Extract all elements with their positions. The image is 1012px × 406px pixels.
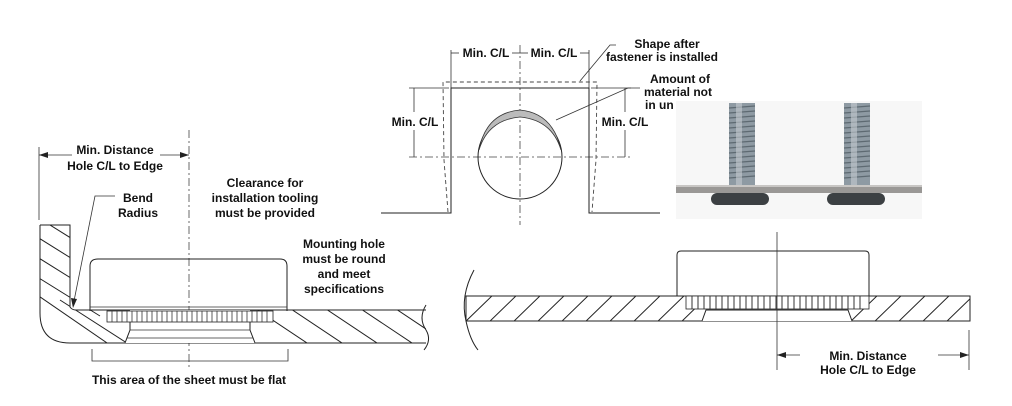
mounting-hole-label-line3: and meet	[318, 267, 371, 281]
min-cl-top-right: Min. C/L	[531, 46, 578, 60]
right-cross-section: Min. Distance Hole C/L to Edge	[463, 232, 971, 377]
fastener-head-left	[711, 193, 769, 205]
mounting-hole-label-line1: Mounting hole	[303, 237, 385, 251]
amount-label-line1: Amount of	[650, 72, 711, 86]
threaded-stud-right	[843, 103, 871, 185]
fastener-head-right	[827, 193, 885, 205]
flat-area-label: This area of the sheet must be flat	[92, 373, 286, 387]
min-distance-label-line1: Min. Distance	[76, 143, 154, 157]
right-min-distance-line1: Min. Distance	[829, 349, 907, 363]
shape-after-leader	[579, 44, 616, 82]
sheet-outline-top	[40, 224, 426, 311]
min-distance-label-line2: Hole C/L to Edge	[67, 159, 163, 173]
knurl-teeth	[685, 295, 870, 310]
mounting-hole-label-line2: must be round	[302, 252, 385, 266]
fastener-photo	[676, 101, 922, 219]
right-min-distance-line2: Hole C/L to Edge	[820, 363, 916, 377]
edge-distance-diagram: Min. C/L Min. C/L Min. C/L Min. C/L Shap…	[381, 37, 718, 225]
tab-outline	[381, 87, 660, 214]
left-cross-section: Min. Distance Hole C/L to Edge Bend Radi…	[38, 130, 430, 387]
fastener-head	[89, 258, 288, 311]
flat-area-bracket	[91, 349, 289, 362]
min-cl-left: Min. C/L	[392, 115, 439, 129]
clearance-label-line3: must be provided	[215, 206, 315, 220]
bend-label-line2: Radius	[118, 206, 158, 220]
min-cl-top-left: Min. C/L	[463, 46, 510, 60]
amount-label-line3: in un	[645, 98, 674, 112]
mounting-hole-label-line4: specifications	[304, 282, 384, 296]
clearance-label-line1: Clearance for	[227, 176, 304, 190]
knurl-teeth	[106, 310, 274, 323]
arrow-icon	[180, 152, 189, 158]
arrow-icon	[39, 152, 48, 158]
amount-label-line2: material not	[644, 85, 712, 99]
bend-label-line1: Bend	[123, 191, 153, 205]
min-cl-right: Min. C/L	[602, 115, 649, 129]
arrow-icon	[960, 352, 969, 358]
clearance-label-line2: installation tooling	[212, 191, 319, 205]
arrow-icon	[777, 352, 786, 358]
photo-sheet	[676, 185, 922, 193]
deformed-shape-outline	[442, 81, 598, 213]
break-line	[463, 269, 479, 351]
material-crescent	[478, 109, 562, 151]
fastener-head	[676, 250, 870, 296]
shape-after-label-line2: fastener is installed	[606, 50, 718, 64]
shape-after-label-line1: Shape after	[634, 37, 700, 51]
break-line	[421, 304, 430, 351]
amount-material-leader	[555, 87, 640, 121]
bend-radius-leader	[72, 195, 115, 307]
threaded-stud-left	[728, 103, 756, 185]
sheet-outline-bottom	[39, 225, 426, 344]
arrow-icon	[71, 298, 77, 308]
